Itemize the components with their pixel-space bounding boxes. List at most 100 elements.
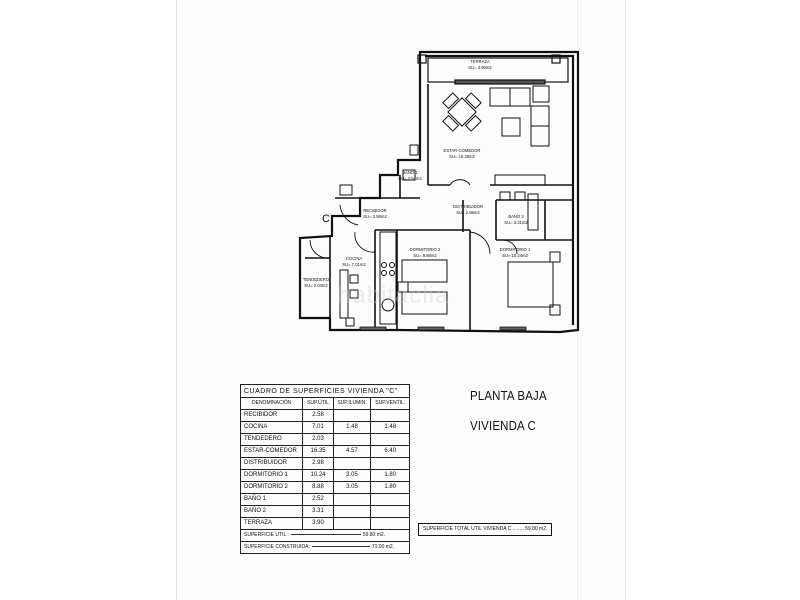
- room-labels: TERRAZA SU= 3.90m2 ESTAR-COMEDOR SU= 16.…: [303, 59, 531, 288]
- dotted-leader: [290, 534, 361, 536]
- cell-sup-ilumin: [332, 517, 372, 530]
- room-label-estar-comedor: ESTAR-COMEDOR: [444, 148, 481, 153]
- room-area-cocina: SU= 7.01m2: [342, 262, 366, 267]
- cell-sup-util: 2.52: [302, 493, 334, 506]
- room-area-estar-comedor: SU= 16.35m2: [449, 154, 475, 159]
- col-sup-ventil: SUP.VENTIL.: [370, 397, 410, 410]
- summary-construida-value: 71.00 m2.: [371, 544, 395, 550]
- cell-sup-ilumin: [332, 409, 372, 422]
- dining-table-icon: [442, 92, 482, 132]
- table-title: CUADRO DE SUPERFICIES VIVIENDA "C": [240, 384, 410, 398]
- cell-name: DISTRIBUIDOR: [239, 457, 304, 470]
- cell-sup-ventil: 6.40: [370, 445, 410, 458]
- table-header-row: DENOMINACIÓN SUP.ÚTIL SUP.ILUMIN. SUP.VE…: [239, 397, 410, 410]
- cell-name: DORMITORIO 2: [239, 481, 304, 494]
- entrance-marker: C: [322, 213, 330, 225]
- exterior-walls: [298, 50, 580, 334]
- cell-sup-ventil: [370, 409, 410, 422]
- room-label-recibidor: RECIBIDOR: [363, 208, 386, 213]
- cell-sup-util: 3.31: [302, 505, 334, 518]
- door-swings: [309, 179, 518, 259]
- heading-unit: VIVIENDA C: [470, 418, 536, 433]
- summary-util-cell: SUPERFICIE UTIL : 59.80 m2.: [240, 529, 410, 542]
- cell-sup-util: 3.90: [302, 517, 334, 530]
- room-label-tendedero: TENDEDERO: [303, 277, 330, 282]
- window-marks: [359, 326, 527, 331]
- room-area-dormitorio-2: SU= 8.88m2: [413, 253, 437, 258]
- sofa-icon: [489, 85, 550, 186]
- room-area-terraza: SU= 3.90m2: [468, 65, 492, 70]
- total-area-value: 59.80 m2.: [525, 526, 548, 532]
- room-area-tendedero: SU= 2.03m2: [304, 283, 328, 288]
- cell-sup-util: 2.98: [302, 457, 334, 470]
- room-label-dormitorio-1: DORMITORIO 1: [500, 247, 531, 252]
- cell-name: DORMITORIO 1: [239, 469, 304, 482]
- summary-construida-label: SUPERFICIE CONSTRUIDA:: [244, 544, 310, 550]
- cell-name: TERRAZA: [239, 517, 304, 530]
- cell-sup-util: 2.58: [302, 409, 334, 422]
- total-area-box: SUPERFICIE TOTAL UTIL VIVIENDA C........…: [418, 523, 552, 536]
- heading-floor: PLANTA BAJA: [470, 388, 547, 403]
- summary-util-value: 59.80 m2.: [362, 532, 386, 538]
- room-area-dormitorio-1: SU= 10.24m2: [502, 253, 528, 258]
- bed-icons: [397, 251, 561, 316]
- cell-sup-util: 10.24: [302, 469, 334, 482]
- room-label-cocina: COCINA: [346, 256, 362, 261]
- cell-name: BAÑO 1: [239, 493, 304, 506]
- cell-sup-util: 2.03: [302, 433, 334, 446]
- summary-construida-cell: SUPERFICIE CONSTRUIDA: 71.00 m2.: [240, 541, 410, 554]
- cell-sup-ilumin: [332, 505, 372, 518]
- cell-sup-ventil: [370, 433, 410, 446]
- cell-sup-ventil: 1.80: [370, 469, 410, 482]
- cell-sup-ventil: [370, 457, 410, 470]
- room-label-dormitorio-2: DORMITORIO 2: [410, 247, 441, 252]
- cell-name: ESTAR-COMEDOR: [239, 445, 304, 458]
- cell-sup-ilumin: [332, 457, 372, 470]
- cell-name: RECIBIDOR: [239, 409, 304, 422]
- cell-sup-ventil: [370, 493, 410, 506]
- room-area-distribuidor: SU= 2.98m2: [456, 210, 480, 215]
- cell-sup-ilumin: 3.05: [332, 469, 372, 482]
- cell-sup-ilumin: 3.05: [332, 481, 372, 494]
- cell-sup-ventil: 1.48: [370, 421, 410, 434]
- room-label-bano-1: BAÑO 1: [402, 170, 418, 175]
- cell-name: BAÑO 2: [239, 505, 304, 518]
- cell-name: COCINA: [239, 421, 304, 434]
- cell-sup-ilumin: [332, 433, 372, 446]
- areas-table: CUADRO DE SUPERFICIES VIVIENDA "C" DENOM…: [239, 384, 410, 554]
- summary-util-label: SUPERFICIE UTIL :: [244, 532, 289, 538]
- bathroom-fixtures: [339, 144, 539, 231]
- cell-sup-util: 8.88: [302, 481, 334, 494]
- cell-sup-ventil: [370, 517, 410, 530]
- room-area-bano-1: SU= 2.52m2: [398, 176, 422, 181]
- cell-sup-util: 16.35: [302, 445, 334, 458]
- terraza-area: [417, 54, 569, 85]
- cell-name: TENDEDERO: [239, 433, 304, 446]
- summary-util-row: SUPERFICIE UTIL : 59.80 m2.: [240, 529, 410, 542]
- cell-sup-ventil: [370, 505, 410, 518]
- kitchen-fixtures: [339, 231, 397, 327]
- cell-sup-ilumin: 1.48: [332, 421, 372, 434]
- summary-construida-row: SUPERFICIE CONSTRUIDA: 71.00 m2.: [240, 541, 410, 554]
- total-area-label: SUPERFICIE TOTAL UTIL VIVIENDA C........…: [423, 526, 524, 532]
- dotted-leader: [311, 546, 370, 548]
- room-label-bano-2: BAÑO 2: [508, 214, 524, 219]
- cell-sup-util: 7.01: [302, 421, 334, 434]
- watermark: habitaclia: [338, 282, 450, 309]
- room-label-terraza: TERRAZA: [470, 59, 490, 64]
- col-sup-util: SUP.ÚTIL: [302, 397, 334, 410]
- cell-sup-ilumin: 4.57: [332, 445, 372, 458]
- col-denominacion: DENOMINACIÓN: [239, 397, 304, 410]
- room-label-distribuidor: DISTRIBUIDOR: [453, 204, 483, 209]
- cell-sup-ventil: 1.80: [370, 481, 410, 494]
